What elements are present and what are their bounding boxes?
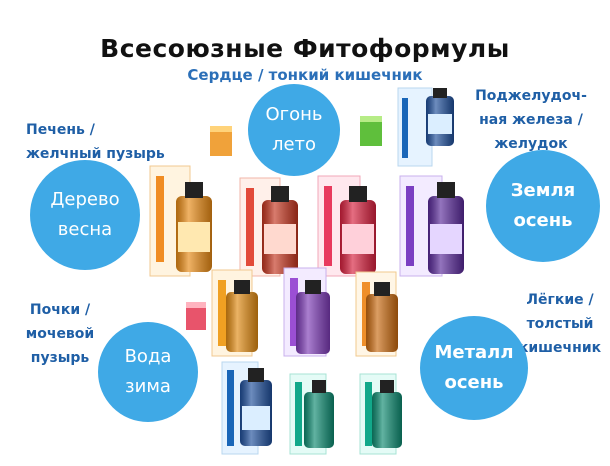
- earth-season-label: осень: [513, 210, 573, 231]
- small-box-orange: [210, 126, 232, 156]
- bottle-box-purple-2: [283, 267, 330, 357]
- metal-season-label: осень: [444, 372, 504, 393]
- kidneys-label-line: пузырь: [30, 350, 90, 366]
- lungs-label-line: кишечник: [518, 340, 602, 356]
- bottle-box-blue-bottom: [221, 361, 272, 455]
- earth-circle: Земля осень: [486, 150, 600, 262]
- wood-season-label: весна: [57, 219, 113, 240]
- pancreas-label: Поджелудоч- ная железа / желудок: [466, 84, 596, 156]
- lungs-label-line: Лёгкие /: [526, 292, 594, 308]
- pancreas-label-line: Поджелудоч-: [475, 88, 587, 104]
- fire-season-label: лето: [271, 134, 317, 155]
- bottle-box-orange: [149, 165, 212, 277]
- page-title: Всесоюзные Фитоформулы: [100, 34, 510, 63]
- small-box-red: [186, 302, 206, 330]
- heart-subtitle: Сердце / тонкий кишечник: [187, 66, 423, 84]
- lungs-label-line: толстый: [526, 316, 594, 332]
- bottle-box-red-1: [239, 177, 298, 277]
- fire-circle: Огонь лето: [248, 84, 340, 176]
- metal-circle: Металл осень: [420, 316, 528, 420]
- bottle-box-teal-2: [359, 373, 402, 455]
- water-element-label: Вода: [124, 346, 172, 367]
- kidneys-label-line: мочевой: [25, 326, 95, 342]
- lungs-label: Лёгкие / толстый кишечник: [512, 288, 608, 360]
- wood-element-label: Дерево: [50, 189, 120, 210]
- liver-label-line: желчный пузырь: [26, 146, 165, 162]
- bottle-box-orange-2: [211, 269, 258, 357]
- bottle-box-blue-top: [397, 87, 454, 167]
- metal-element-label: Металл: [434, 342, 514, 363]
- pancreas-label-line: ная железа /: [479, 112, 583, 128]
- earth-element-label: Земля: [510, 180, 576, 201]
- bottle-box-amber: [355, 271, 398, 357]
- wood-circle: Дерево весна: [30, 160, 140, 270]
- small-box-green: [360, 116, 382, 146]
- fire-element-label: Огонь: [265, 104, 323, 125]
- water-circle: Вода зима: [98, 322, 198, 422]
- pancreas-label-line: желудок: [494, 136, 568, 152]
- liver-label-line: Печень /: [26, 122, 95, 138]
- water-season-label: зима: [125, 376, 171, 397]
- bottle-box-teal-1: [289, 373, 334, 455]
- kidneys-label: Почки / мочевой пузырь: [10, 298, 110, 370]
- liver-label: Печень / желчный пузырь: [26, 118, 165, 166]
- bottle-box-purple: [399, 175, 464, 277]
- kidneys-label-line: Почки /: [29, 302, 91, 318]
- bottle-box-red-2: [317, 175, 376, 277]
